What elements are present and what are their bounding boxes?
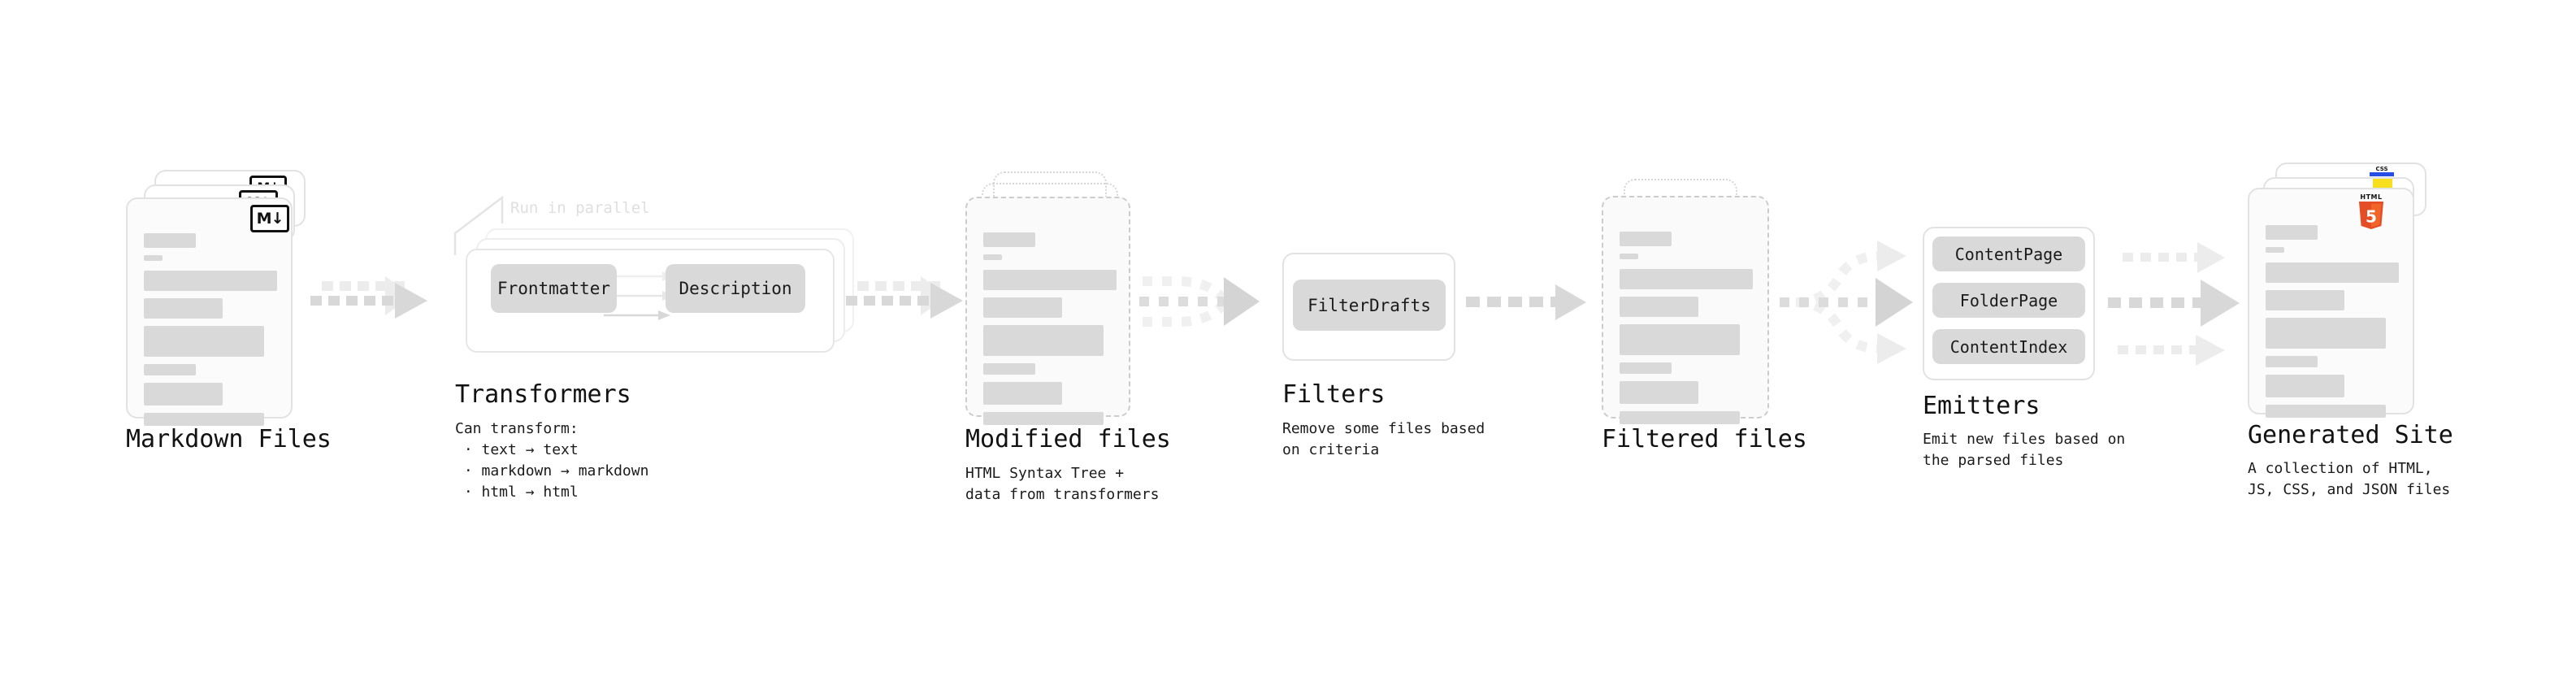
content-bar (144, 271, 277, 291)
content-bar (144, 233, 196, 248)
arrow-transformers-to-modified (846, 276, 963, 319)
modified-card-bars (983, 232, 1117, 432)
content-bar (983, 363, 1035, 375)
stage-title-emitters: Emitters (1923, 392, 2040, 420)
content-bar (1620, 381, 1698, 404)
content-bar (144, 413, 264, 426)
content-bar (983, 297, 1062, 318)
arrow-filtered-to-emitters (1780, 241, 1913, 364)
stage-title-filters: Filters (1282, 380, 1386, 409)
emitter-chip-contentindex[interactable]: ContentIndex (1932, 329, 2085, 364)
transformer-chip-description[interactable]: Description (666, 264, 805, 313)
markdown-badge-front: M↓ (250, 205, 289, 232)
content-bar (2266, 356, 2318, 367)
filtered-card-front (1602, 196, 1769, 424)
chip-label: Frontmatter (497, 279, 611, 298)
markdown-card-front (126, 197, 293, 426)
stage-title-generated-site: Generated Site (2248, 421, 2453, 449)
content-bar (2266, 225, 2318, 240)
chip-label: FilterDrafts (1308, 295, 1431, 315)
generated-card-front (2248, 188, 2414, 418)
content-bar (1620, 254, 1638, 259)
stage-subtitle-generated-site: A collection of HTML, JS, CSS, and JSON … (2248, 460, 2451, 499)
markdown-card-bars (144, 233, 277, 433)
css-logo-icon: CSS (2370, 166, 2394, 176)
arrow-emitters-to-site (2108, 242, 2240, 366)
content-bar (1620, 324, 1740, 355)
content-bar (983, 232, 1035, 247)
content-bar (144, 364, 196, 375)
html5-logo-label: HTML (2360, 193, 2383, 201)
stage-subtitle-transformers: Can transform: · text → text · markdown … (455, 420, 649, 501)
content-bar (2266, 247, 2284, 253)
content-bar (1620, 411, 1740, 424)
emitter-chip-contentpage[interactable]: ContentPage (1932, 236, 2085, 271)
content-bar (983, 254, 1002, 260)
chip-label: Description (679, 279, 792, 298)
stage-title-markdown-files: Markdown Files (126, 425, 332, 453)
stage-title-filtered-files: Filtered files (1602, 425, 1807, 453)
filter-chip-filterdrafts[interactable]: FilterDrafts (1293, 280, 1446, 331)
arrow-filters-to-filtered (1466, 284, 1586, 320)
content-bar (1620, 362, 1672, 374)
stage-subtitle-filters: Remove some files based on criteria (1282, 420, 1485, 459)
content-bar (983, 270, 1117, 290)
content-bar (983, 412, 1104, 425)
stage-title-transformers: Transformers (455, 380, 631, 409)
html5-shield: 5 (2359, 202, 2383, 229)
transformer-chip-frontmatter[interactable]: Frontmatter (491, 264, 617, 313)
content-bar (983, 382, 1062, 405)
content-bar (983, 325, 1104, 356)
chip-label: ContentIndex (1949, 336, 2068, 357)
stage-subtitle-modified-files: HTML Syntax Tree + data from transformer… (965, 465, 1160, 504)
svg-text:5: 5 (2366, 207, 2377, 227)
arrow-md-to-transformers (310, 276, 427, 319)
content-bar (2266, 290, 2344, 310)
content-bar (2266, 262, 2399, 283)
run-in-parallel-bracket (453, 195, 504, 255)
stage-subtitle-emitters: Emit new files based on the parsed files (1923, 431, 2126, 470)
chip-label: ContentPage (1954, 244, 2063, 264)
chip-label: FolderPage (1959, 290, 2058, 310)
content-bar (2266, 318, 2386, 349)
content-bar (1620, 297, 1698, 317)
markdown-badge-text: M↓ (256, 209, 284, 228)
content-bar (1620, 269, 1753, 289)
css-logo-label: CSS (2375, 166, 2388, 172)
run-in-parallel-label: Run in parallel (510, 199, 650, 217)
content-bar (144, 255, 163, 261)
arrow-modified-to-filters (1139, 276, 1260, 327)
html5-logo-icon: HTML 5 (2357, 193, 2386, 229)
emitter-chip-folderpage[interactable]: FolderPage (1932, 283, 2085, 318)
content-bar (2266, 405, 2386, 418)
content-bar (2266, 375, 2344, 397)
content-bar (144, 298, 223, 319)
generated-card-bars (2266, 225, 2399, 425)
filtered-card-bars (1620, 232, 1753, 432)
stage-title-modified-files: Modified files (965, 425, 1171, 453)
content-bar (1620, 232, 1672, 246)
content-bar (144, 383, 223, 406)
modified-card-front (965, 197, 1130, 425)
content-bar (144, 326, 264, 357)
